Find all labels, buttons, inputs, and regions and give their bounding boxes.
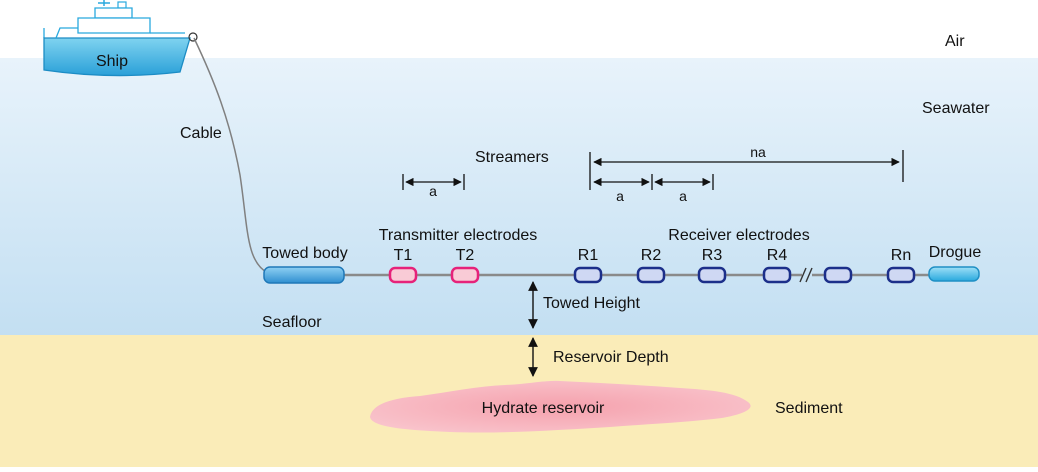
r4-label: R4 <box>767 247 788 264</box>
offset-na-label: na <box>750 144 766 160</box>
receiver-spacing-label-2: a <box>679 188 687 204</box>
drogue <box>928 266 980 282</box>
seafloor-label: Seafloor <box>262 314 322 331</box>
r3-label: R3 <box>702 247 723 264</box>
r1-label: R1 <box>578 247 599 264</box>
towed-height-label: Towed Height <box>543 295 641 312</box>
cable-line <box>193 37 269 274</box>
receiver-group-label: Receiver electrodes <box>668 227 809 244</box>
break-symbol <box>799 267 813 283</box>
t1-label: T1 <box>394 247 413 264</box>
receiver-electrode-r4 <box>762 266 792 284</box>
drogue-label: Drogue <box>929 244 982 261</box>
receiver-electrode-r2 <box>636 266 666 284</box>
receiver-electrode-r3 <box>697 266 727 284</box>
receiver-electrode-unlabeled <box>823 266 853 284</box>
transmitter-spacing-label: a <box>429 183 437 199</box>
receiver-electrode-r1 <box>573 266 603 284</box>
air-label: Air <box>945 33 965 50</box>
transmitter-group-label: Transmitter electrodes <box>379 227 538 244</box>
seawater-label: Seawater <box>922 100 990 117</box>
sediment-label: Sediment <box>775 400 843 417</box>
receiver-spacing-label-1: a <box>616 188 624 204</box>
reservoir-depth-label: Reservoir Depth <box>553 349 669 366</box>
ship-label: Ship <box>96 53 128 70</box>
transmitter-electrode-t1 <box>388 266 418 284</box>
streamers-label: Streamers <box>475 149 549 166</box>
rn-label: Rn <box>891 247 911 264</box>
hydrate-reservoir-shape <box>370 380 751 433</box>
towed-body <box>263 266 345 284</box>
receiver-spacing-dimensions <box>589 150 904 190</box>
r2-label: R2 <box>641 247 662 264</box>
t2-label: T2 <box>456 247 475 264</box>
seawater-layer <box>0 58 1038 335</box>
hydrate-reservoir-label: Hydrate reservoir <box>482 400 605 417</box>
transmitter-electrode-t2 <box>450 266 480 284</box>
cable-label: Cable <box>180 125 222 142</box>
towed-body-label: Towed body <box>262 245 347 262</box>
ship-icon <box>43 0 198 77</box>
transmitter-spacing-dimension <box>402 174 465 190</box>
receiver-electrode-rn <box>886 266 916 284</box>
